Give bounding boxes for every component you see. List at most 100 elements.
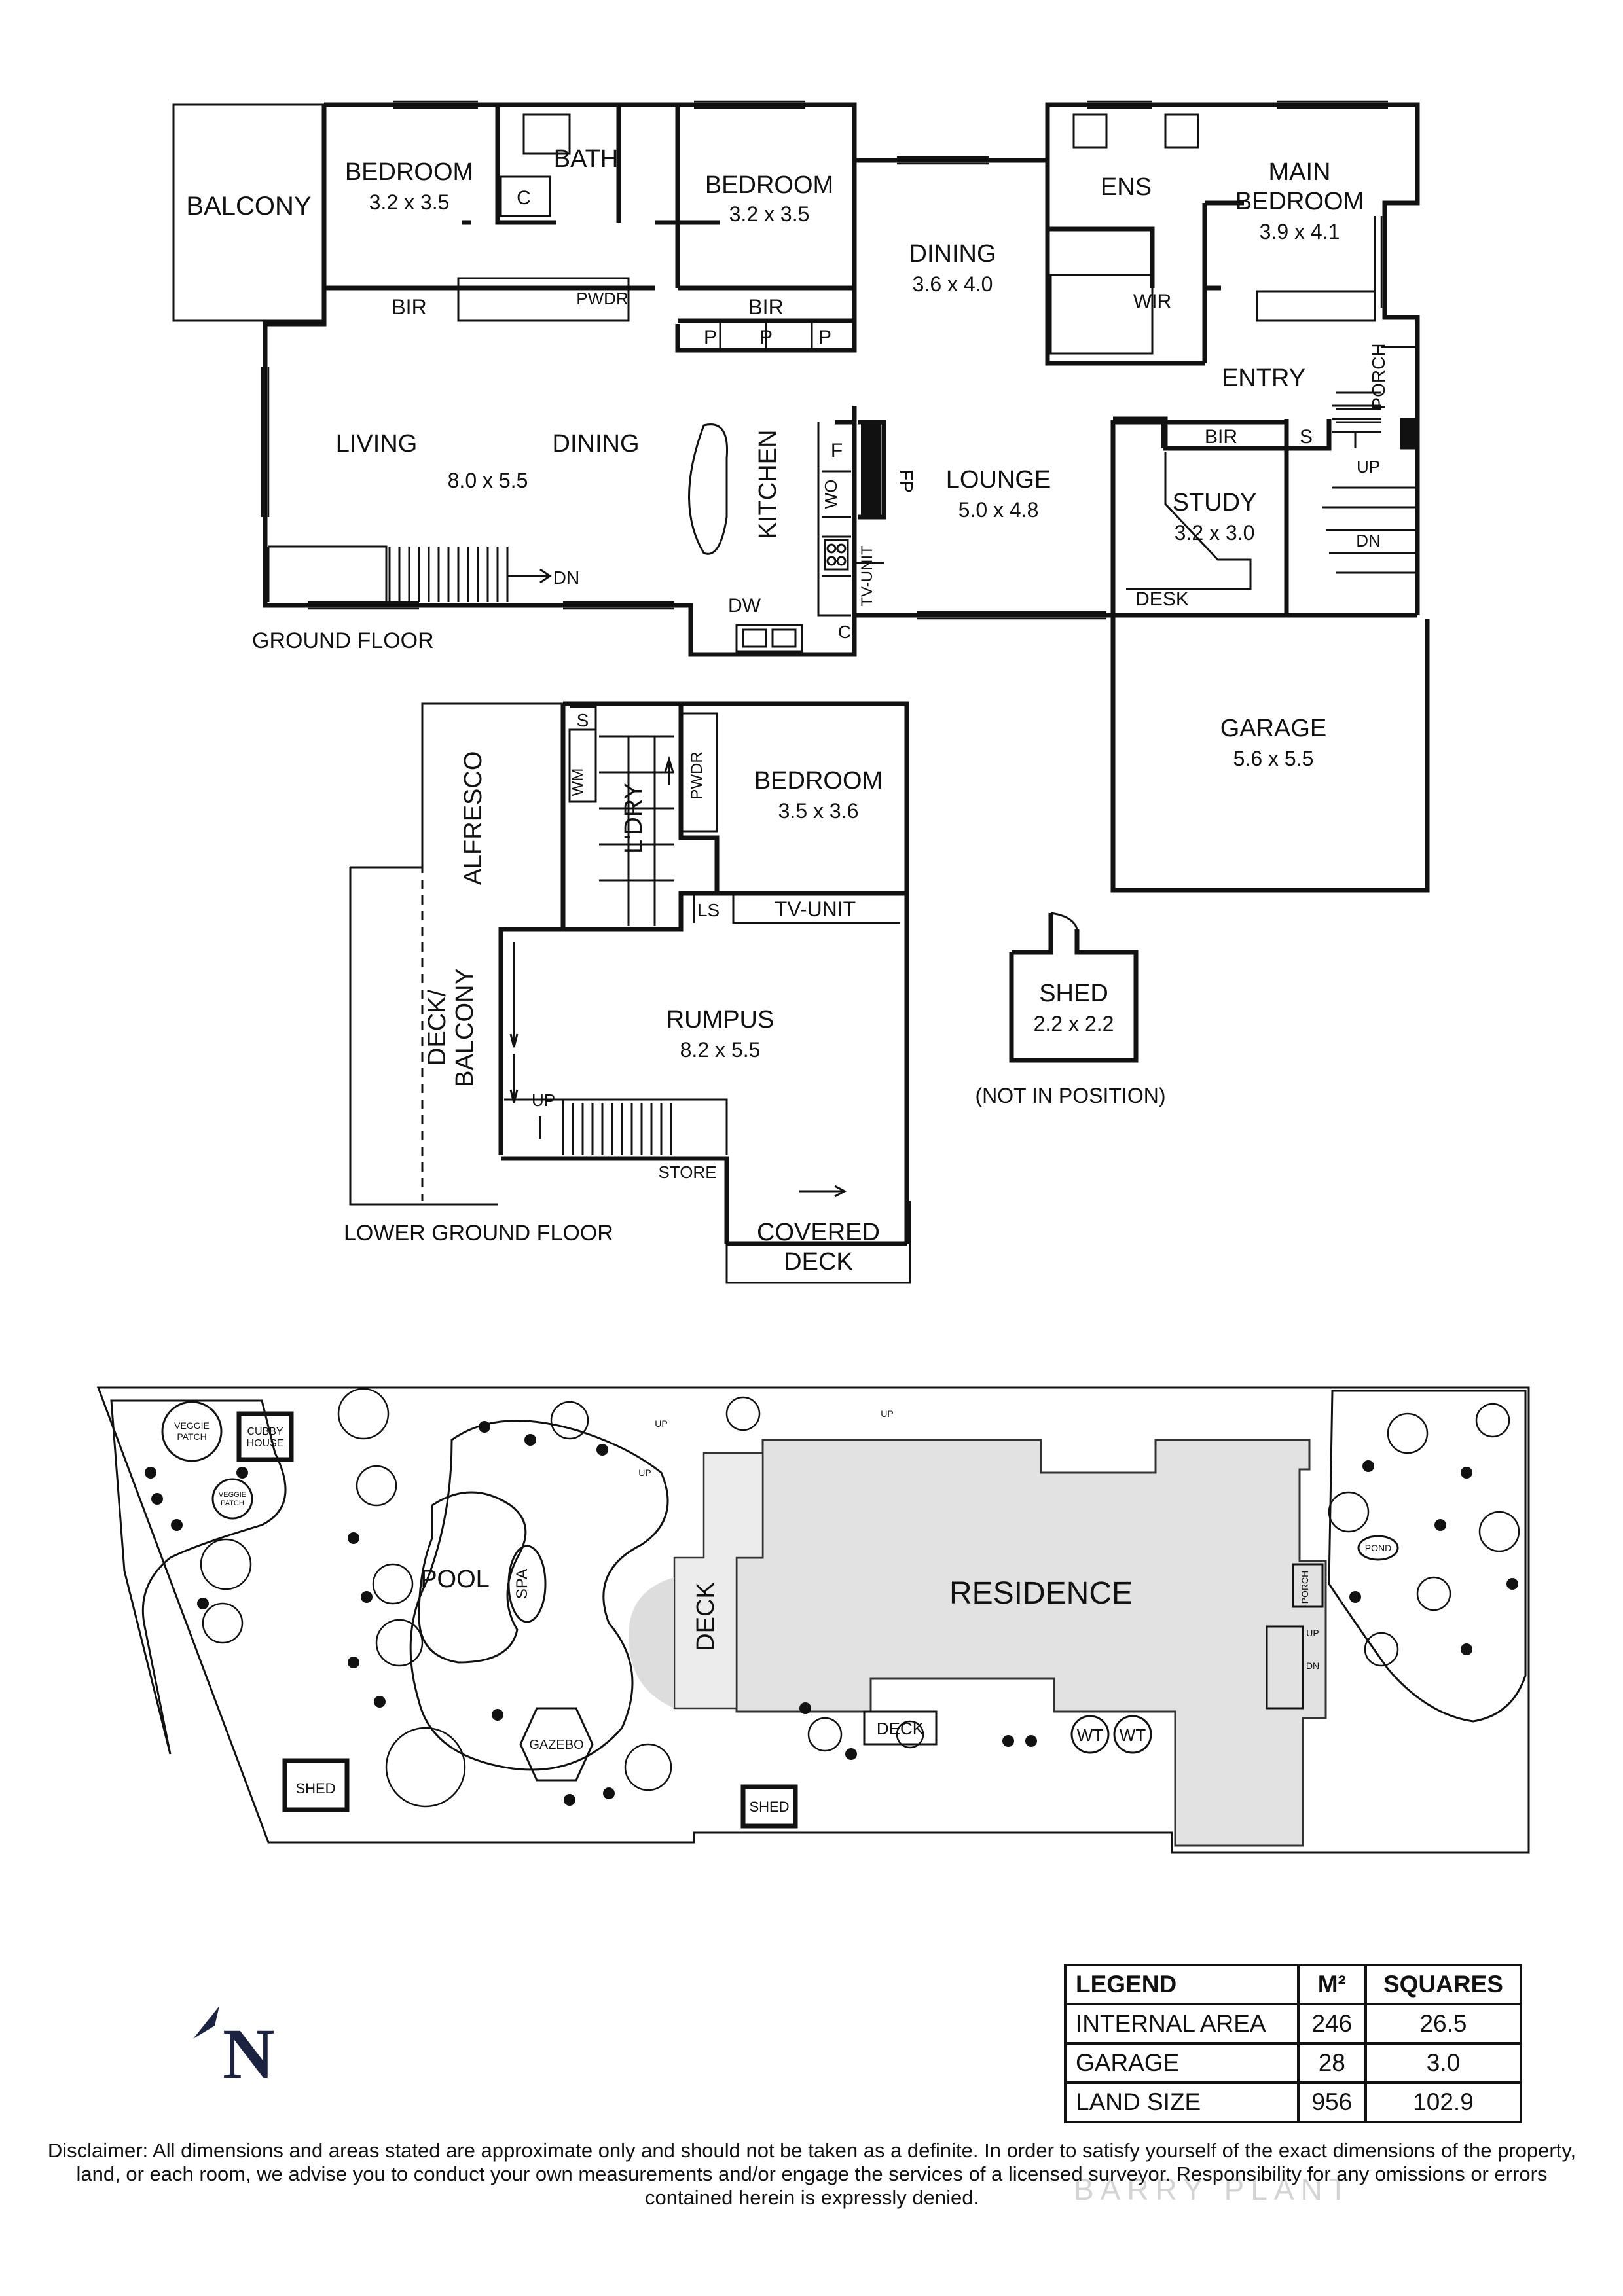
legend-row-label: LAND SIZE — [1064, 2081, 1300, 2123]
spa-label: SPA — [513, 1569, 531, 1599]
bedroom2-label: BEDROOM — [705, 171, 833, 199]
fp-label: FP — [896, 469, 917, 493]
north-arrow: N — [190, 2000, 301, 2104]
residence-label: RESIDENCE — [949, 1576, 1133, 1611]
pwdr-lower-label: PWDR — [688, 751, 706, 799]
bedroom-lower-label: BEDROOM — [754, 767, 883, 795]
deck-balcony-label-2: BALCONY — [451, 968, 479, 1087]
north-arrow-icon: N — [193, 2006, 274, 2094]
veggie-patch-2-l1: VEGGIE — [219, 1491, 246, 1499]
site-boundary — [96, 1386, 1530, 1854]
dining-main-label: DINING — [553, 430, 640, 457]
covered-deck-label-1: COVERED — [757, 1219, 880, 1246]
porch-stairs — [1332, 404, 1415, 450]
lower-thin — [568, 706, 900, 926]
site-plan: VEGGIE PATCH CUBBY HOUSE VEGGIE PATCH PO… — [96, 1386, 1530, 1854]
dining-upper-label: DINING — [909, 240, 996, 268]
residence-footprint — [735, 1439, 1327, 1847]
legend-table: LEGEND M² SQUARES INTERNAL AREA 246 26.5… — [1064, 1964, 1523, 2123]
legend-row-m2: 956 — [1296, 2081, 1367, 2123]
legend-row: INTERNAL AREA 246 26.5 — [1064, 2003, 1523, 2045]
bedroom1-label: BEDROOM — [345, 158, 473, 186]
ground-floor-labels: BALCONY BEDROOM 3.2 x 3.5 BATH C BEDROOM… — [186, 145, 1389, 770]
lower-stairs — [504, 1098, 728, 1155]
interior-thin-walls — [457, 113, 1376, 355]
lower-ground-floor-title: LOWER GROUND FLOOR — [344, 1221, 613, 1246]
legend-row-squares: 3.0 — [1364, 2042, 1523, 2084]
up-site-1: UP — [655, 1418, 667, 1429]
wt1-label: WT — [1077, 1725, 1104, 1745]
lower-ground-floor: ALFRESCO WM S L'DRY PWDR BEDROOM 3.5 x 3… — [344, 701, 911, 1284]
kitchen-label: KITCHEN — [754, 430, 782, 539]
s-label: S — [1300, 426, 1313, 448]
up-site-4: UP — [1306, 1628, 1319, 1638]
tv-unit-lower-label: TV-UNIT — [775, 897, 856, 921]
pool-grey — [629, 1577, 674, 1708]
wo-label: WO — [821, 480, 841, 509]
ls-label: LS — [697, 900, 720, 920]
bath-label: BATH — [554, 145, 619, 173]
legend-header-squares: SQUARES — [1364, 1964, 1523, 2005]
north-letter: N — [223, 2014, 274, 2094]
study-label: STUDY — [1173, 489, 1257, 516]
shrub-dots — [145, 1421, 1518, 1806]
legend-header-row: LEGEND M² SQUARES — [1064, 1964, 1523, 2005]
cubby-house-l1: CUBBY — [247, 1426, 283, 1437]
balcony-label: BALCONY — [186, 192, 311, 221]
legend-row-squares: 26.5 — [1364, 2003, 1523, 2045]
c1-label: C — [517, 187, 531, 209]
porch-site-label: PORCH — [1300, 1571, 1310, 1604]
up-lower-label: UP — [532, 1090, 555, 1110]
bir1-label: BIR — [392, 295, 426, 319]
up-label: UP — [1357, 457, 1380, 476]
living-label: LIVING — [336, 430, 418, 457]
legend-row-m2: 246 — [1296, 2003, 1367, 2045]
living-dims: 8.0 x 5.5 — [448, 469, 528, 492]
legend-row-squares: 102.9 — [1364, 2081, 1523, 2123]
disclaimer-text: Disclaimer: All dimensions and areas sta… — [47, 2139, 1577, 2209]
shed-dims: 2.2 x 2.2 — [1034, 1012, 1114, 1035]
dw-label: DW — [728, 595, 761, 617]
lower-walls — [498, 701, 909, 1246]
lower-interior — [501, 704, 907, 932]
bir3-label: BIR — [1205, 426, 1237, 448]
kitchen-island — [688, 423, 729, 555]
dining-upper-dims: 3.6 x 4.0 — [913, 272, 993, 296]
watermark-text: BARRY PLANT — [1074, 2172, 1354, 2206]
pool-label: POOL — [420, 1566, 490, 1593]
site-structures — [161, 1401, 1399, 1829]
veggie-patch-1-l2: PATCH — [177, 1431, 206, 1442]
veggie-patch-1-l1: VEGGIE — [174, 1420, 210, 1431]
desk-label: DESK — [1135, 588, 1189, 610]
legend-row: LAND SIZE 956 102.9 — [1064, 2081, 1523, 2123]
shed-note: (NOT IN POSITION) — [976, 1084, 1166, 1107]
wir-label: WIR — [1133, 291, 1171, 312]
deck-balcony-outline — [349, 702, 563, 1206]
kitchen-fixtures — [735, 539, 849, 653]
tv-unit-label: TV-UNIT — [858, 545, 876, 607]
lower-labels: ALFRESCO WM S L'DRY PWDR BEDROOM 3.5 x 3… — [344, 710, 883, 1276]
site-labels: VEGGIE PATCH CUBBY HOUSE VEGGIE PATCH PO… — [174, 1408, 1391, 1815]
living-stairs — [267, 545, 552, 602]
ldry-label: L'DRY — [620, 783, 647, 853]
legend-header-label: LEGEND — [1064, 1964, 1300, 2005]
covered-deck-label-2: DECK — [784, 1248, 853, 1276]
spa-outline — [507, 1545, 547, 1623]
bedroom1-dims: 3.2 x 3.5 — [369, 190, 450, 214]
legend-row-label: GARAGE — [1064, 2042, 1300, 2084]
pool-area — [409, 1420, 669, 1771]
store-label: STORE — [658, 1162, 716, 1182]
dn2-label: DN — [1356, 531, 1381, 550]
wt2-label: WT — [1120, 1725, 1146, 1745]
dn-site: DN — [1306, 1660, 1319, 1671]
p-label-3: P — [818, 327, 831, 348]
pool-outline — [418, 1491, 527, 1664]
veggie-patch-2-l2: PATCH — [221, 1499, 244, 1507]
bir2-label: BIR — [748, 295, 783, 319]
legend-row-label: INTERNAL AREA — [1064, 2003, 1300, 2045]
pwdr-label: PWDR — [576, 289, 628, 308]
gazebo-label: GAZEBO — [529, 1738, 583, 1752]
porch-label: PORCH — [1368, 343, 1389, 409]
deck-balcony-label-1: DECK/ — [424, 989, 451, 1066]
